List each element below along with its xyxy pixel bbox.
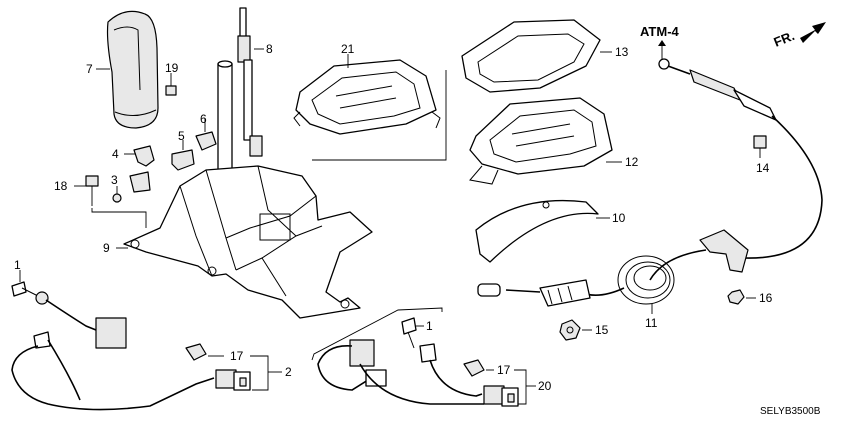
callout-17-right: 17 [497, 363, 511, 377]
callout-20: 20 [538, 379, 552, 393]
callout-21: 21 [341, 42, 355, 56]
shift-lever-base [123, 165, 373, 319]
callout-15: 15 [595, 323, 609, 337]
callout-14: 14 [756, 161, 770, 175]
shift-lever-rod [237, 7, 263, 157]
indicator-bezel-13 [461, 19, 601, 93]
front-direction-arrow-icon [800, 22, 826, 43]
callout-5: 5 [178, 129, 185, 143]
nut-16 [727, 289, 745, 305]
callout-9: 9 [103, 241, 110, 255]
shift-cable [477, 58, 823, 307]
callout-1-left: 1 [14, 258, 21, 272]
bolt-14 [753, 135, 767, 158]
callout-12: 12 [625, 155, 639, 169]
callout-17-left: 17 [230, 349, 244, 363]
clip-17-left [185, 343, 207, 361]
callout-6: 6 [200, 112, 207, 126]
solenoid-bracket-5 [171, 149, 195, 171]
callout-10: 10 [612, 211, 626, 225]
callout-8: 8 [266, 42, 273, 56]
callout-13: 13 [615, 45, 629, 59]
harness-left [11, 281, 251, 411]
screw-19 [165, 82, 177, 96]
shift-lever [217, 60, 233, 177]
callout-2: 2 [285, 365, 292, 379]
callout-1-right: 1 [426, 319, 433, 333]
indicator-panel-21 [293, 59, 441, 135]
indicator-panel-12 [469, 97, 613, 185]
bolt-18 [85, 175, 99, 206]
callout-11: 11 [645, 316, 658, 330]
shift-knob [106, 10, 159, 129]
header-arrow [658, 40, 666, 60]
callout-3: 3 [111, 173, 118, 187]
callout-16: 16 [759, 291, 773, 305]
dust-cover-10 [475, 199, 599, 263]
callout-4: 4 [112, 147, 119, 161]
nut-3 [112, 193, 122, 203]
callout-19: 19 [165, 61, 179, 75]
switch-4 [129, 145, 155, 193]
clip-17-right [463, 359, 485, 377]
callout-18: 18 [54, 179, 68, 193]
harness-right [317, 317, 519, 407]
front-direction-label: FR. [772, 28, 797, 50]
nut-15 [559, 319, 581, 341]
callout-7: 7 [86, 62, 93, 76]
section-header: ATM-4 [640, 24, 680, 39]
diagram-code: SELYB3500B [760, 406, 821, 417]
clip-6 [195, 131, 217, 151]
